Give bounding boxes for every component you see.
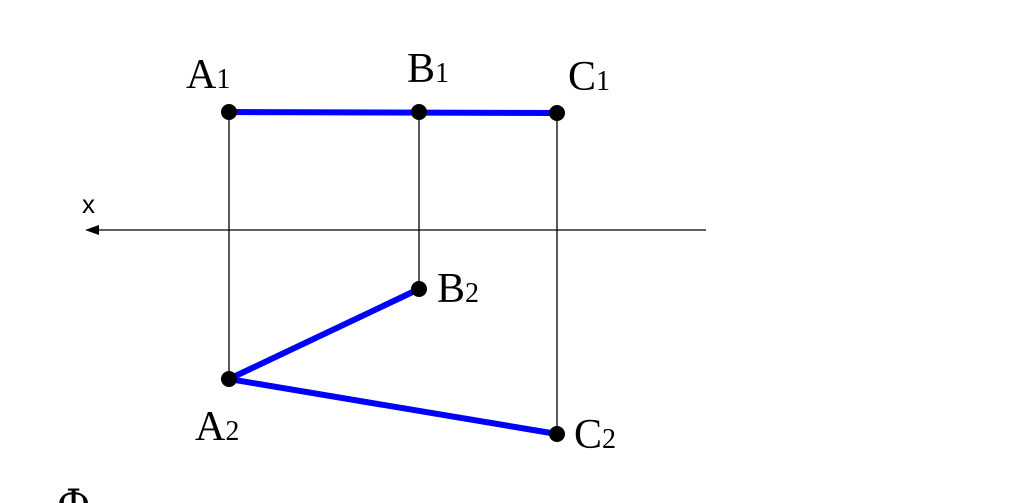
point-c1 [549, 105, 565, 121]
label-b2-index: 2 [465, 278, 479, 309]
label-c2-index: 2 [602, 424, 616, 455]
point-b1 [411, 104, 427, 120]
label-b2: B2 [437, 266, 479, 312]
link-lines [228, 112, 558, 434]
label-a2-letter: A [195, 404, 226, 450]
label-a2-index: 2 [225, 416, 239, 447]
x-axis: x [82, 189, 706, 235]
point-b2 [411, 281, 427, 297]
label-b1-index: 1 [435, 58, 449, 89]
label-a1-index: 1 [216, 64, 230, 95]
x-axis-arrowhead [85, 225, 99, 235]
label-c1-index: 1 [596, 66, 610, 97]
point-c2 [549, 426, 565, 442]
points [221, 104, 565, 442]
label-c2: C2 [574, 412, 616, 458]
x-axis-label: x [82, 189, 95, 219]
label-a2: A2 [195, 404, 239, 450]
point-a2 [221, 371, 237, 387]
label-c1: C1 [568, 54, 610, 100]
label-c1-letter: C [568, 54, 596, 100]
label-a1: A1 [186, 52, 230, 98]
point-a1 [221, 104, 237, 120]
label-b1-letter: B [407, 46, 435, 92]
footer-glyph: Ф [57, 482, 90, 503]
label-b2-letter: B [437, 266, 465, 312]
label-b1: B1 [407, 46, 449, 92]
segment-a2-c2 [226, 376, 560, 437]
segment-a2-b2 [226, 286, 422, 382]
segment-a1-c1 [226, 109, 560, 116]
label-a1-letter: A [186, 52, 217, 98]
label-c2-letter: C [574, 412, 602, 458]
